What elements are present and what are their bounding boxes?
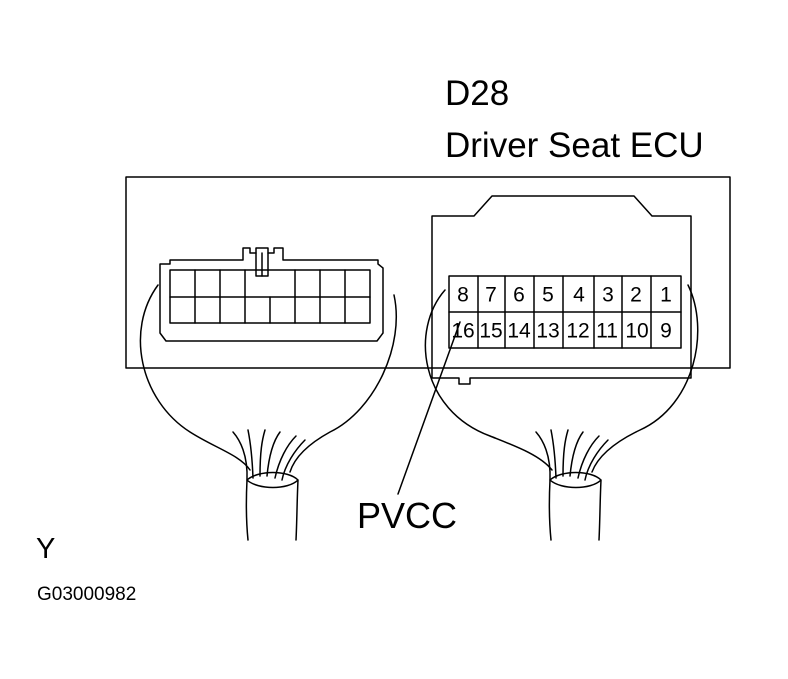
connector-name: Driver Seat ECU (445, 126, 704, 165)
pin-label: 1 (660, 284, 672, 307)
wire-color-mark: Y (36, 533, 56, 565)
pin-label: 12 (566, 320, 589, 343)
pin-label: 9 (660, 320, 672, 343)
right-harness-loop (424, 289, 553, 471)
left-connector-body (159, 247, 384, 342)
connector-code: D28 (445, 74, 510, 113)
right-harness-sleeve (548, 471, 602, 541)
pin-label: 7 (485, 284, 497, 307)
pin-label: 10 (625, 320, 648, 343)
pin-label: 8 (457, 284, 469, 307)
pin-label: 4 (573, 284, 585, 307)
pin-label: 6 (513, 284, 525, 307)
pin-label: 15 (479, 320, 502, 343)
pvcc-leader-line (397, 321, 461, 495)
ecu-header-outline (431, 195, 692, 385)
pin-label: 14 (507, 320, 531, 343)
pin-label: 13 (536, 320, 559, 343)
pin-label: 5 (542, 284, 554, 307)
pin-label: 16 (451, 320, 474, 343)
pin-label: 3 (602, 284, 614, 307)
pvcc-callout-label: PVCC (357, 495, 458, 536)
pin-label: 2 (630, 284, 642, 307)
figure-id: G03000982 (37, 584, 137, 605)
pin-label: 11 (596, 320, 618, 343)
left-harness-sleeve (245, 471, 299, 541)
left-harness-loop (139, 284, 251, 471)
